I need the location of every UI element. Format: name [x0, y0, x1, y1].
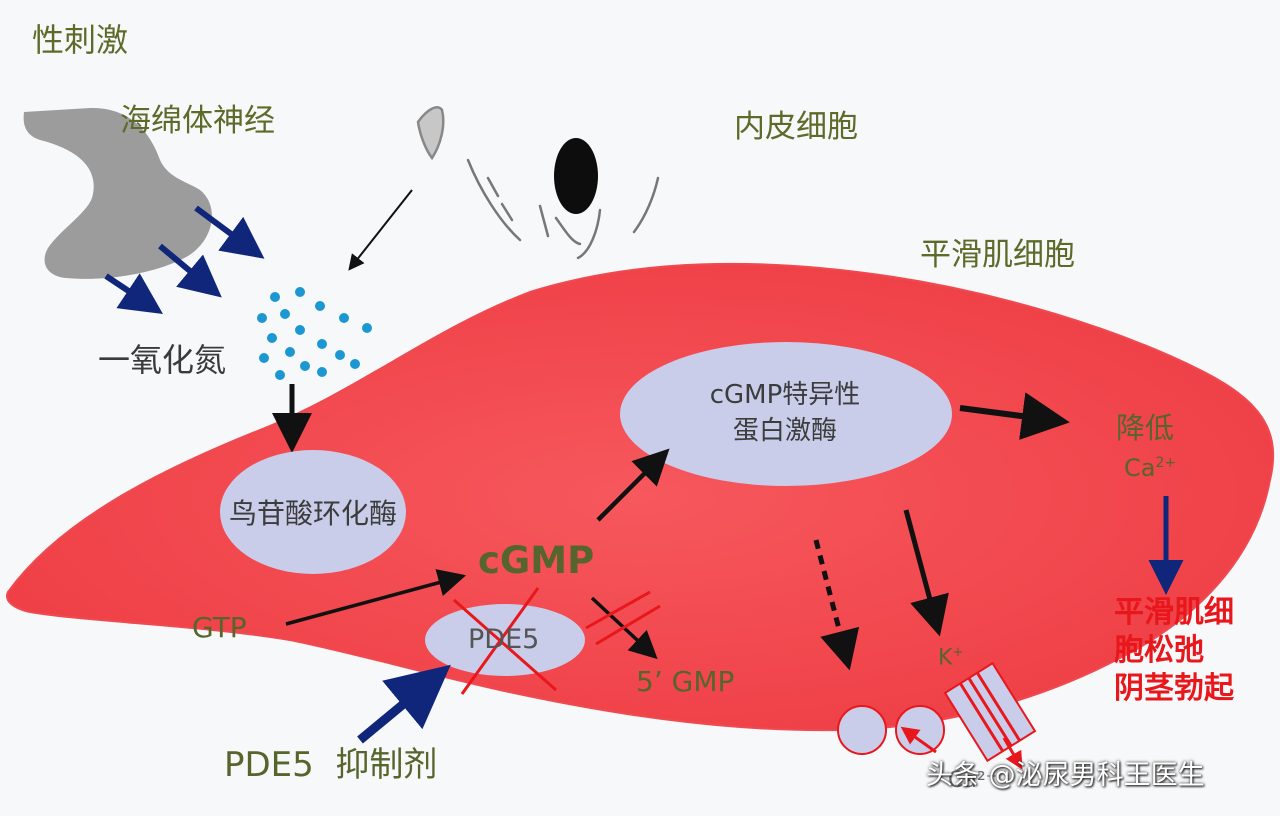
k-efflux-arrow: [1002, 737, 1023, 770]
endothelial-cell-sketch: [416, 106, 660, 260]
label-calcium-sup: 2+: [1155, 455, 1177, 471]
endothelial-nucleus: [554, 138, 598, 214]
smooth-muscle-cell: [6, 262, 1275, 732]
gtp-to-cgmp-arrow: [285, 569, 467, 626]
cgmp-to-pkg-arrow: [596, 448, 670, 522]
label-5gmp: 5’ GMP: [636, 665, 735, 698]
label-pkg-line1: cGMP特异性: [709, 380, 861, 410]
result-line-1: 平滑肌细: [1114, 595, 1234, 630]
pde5-ellipse: [425, 604, 585, 676]
pde5-cross: [453, 587, 557, 695]
label-ca-bottom: Ca²⁺: [948, 768, 998, 793]
label-potassium: K+: [938, 646, 963, 669]
label-calcium-text: Ca: [1124, 454, 1156, 482]
label-sexual-stimulation: 性刺激: [32, 21, 129, 59]
label-guanylate-cyclase: 鸟苷酸环化酶: [228, 497, 397, 530]
label-gtp: GTP: [192, 611, 247, 644]
label-lower: 降低: [1116, 411, 1175, 445]
calcium-channel: [837, 705, 945, 755]
label-pkg-line2: 蛋白激酶: [732, 416, 837, 446]
nitric-oxide-dots: [257, 287, 372, 380]
label-pde5-inhibitor: PDE5 抑制剂: [224, 745, 438, 785]
label-potassium-text: K: [938, 645, 953, 671]
potassium-channel: [943, 661, 1037, 763]
watermark: 头条 @泌尿男科王医生: [926, 760, 1205, 791]
label-potassium-sup: +: [952, 645, 964, 660]
nerve-terminal: [23, 107, 212, 279]
result-line-2: 胞松弛: [1114, 633, 1204, 668]
label-cavernous-nerve: 海绵体神经: [120, 103, 275, 139]
cgmp-to-5gmp-arrow: [590, 596, 658, 660]
label-smooth-muscle-cell: 平滑肌细胞: [920, 237, 1075, 273]
endothelial-to-no-arrow: [348, 189, 413, 271]
label-calcium: Ca2+: [1124, 456, 1176, 480]
inhibitor-arrow: [357, 664, 451, 744]
label-pde5: PDE5: [468, 624, 540, 655]
blocked-mark: [585, 590, 661, 646]
label-nitric-oxide: 一氧化氮: [98, 341, 227, 379]
pkg-to-k-arrow: [903, 509, 949, 637]
guanylate-cyclase-ellipse: [220, 450, 406, 574]
nerve-release-arrows: [104, 205, 265, 314]
label-cgmp: cGMP: [478, 539, 595, 582]
result-line-3: 阴茎勃起: [1114, 671, 1234, 706]
pkg-ellipse: [620, 342, 952, 486]
label-endothelial-cell: 内皮细胞: [734, 109, 858, 145]
pkg-to-ca-arrow: [959, 392, 1070, 440]
dashed-arrow: [813, 539, 860, 671]
